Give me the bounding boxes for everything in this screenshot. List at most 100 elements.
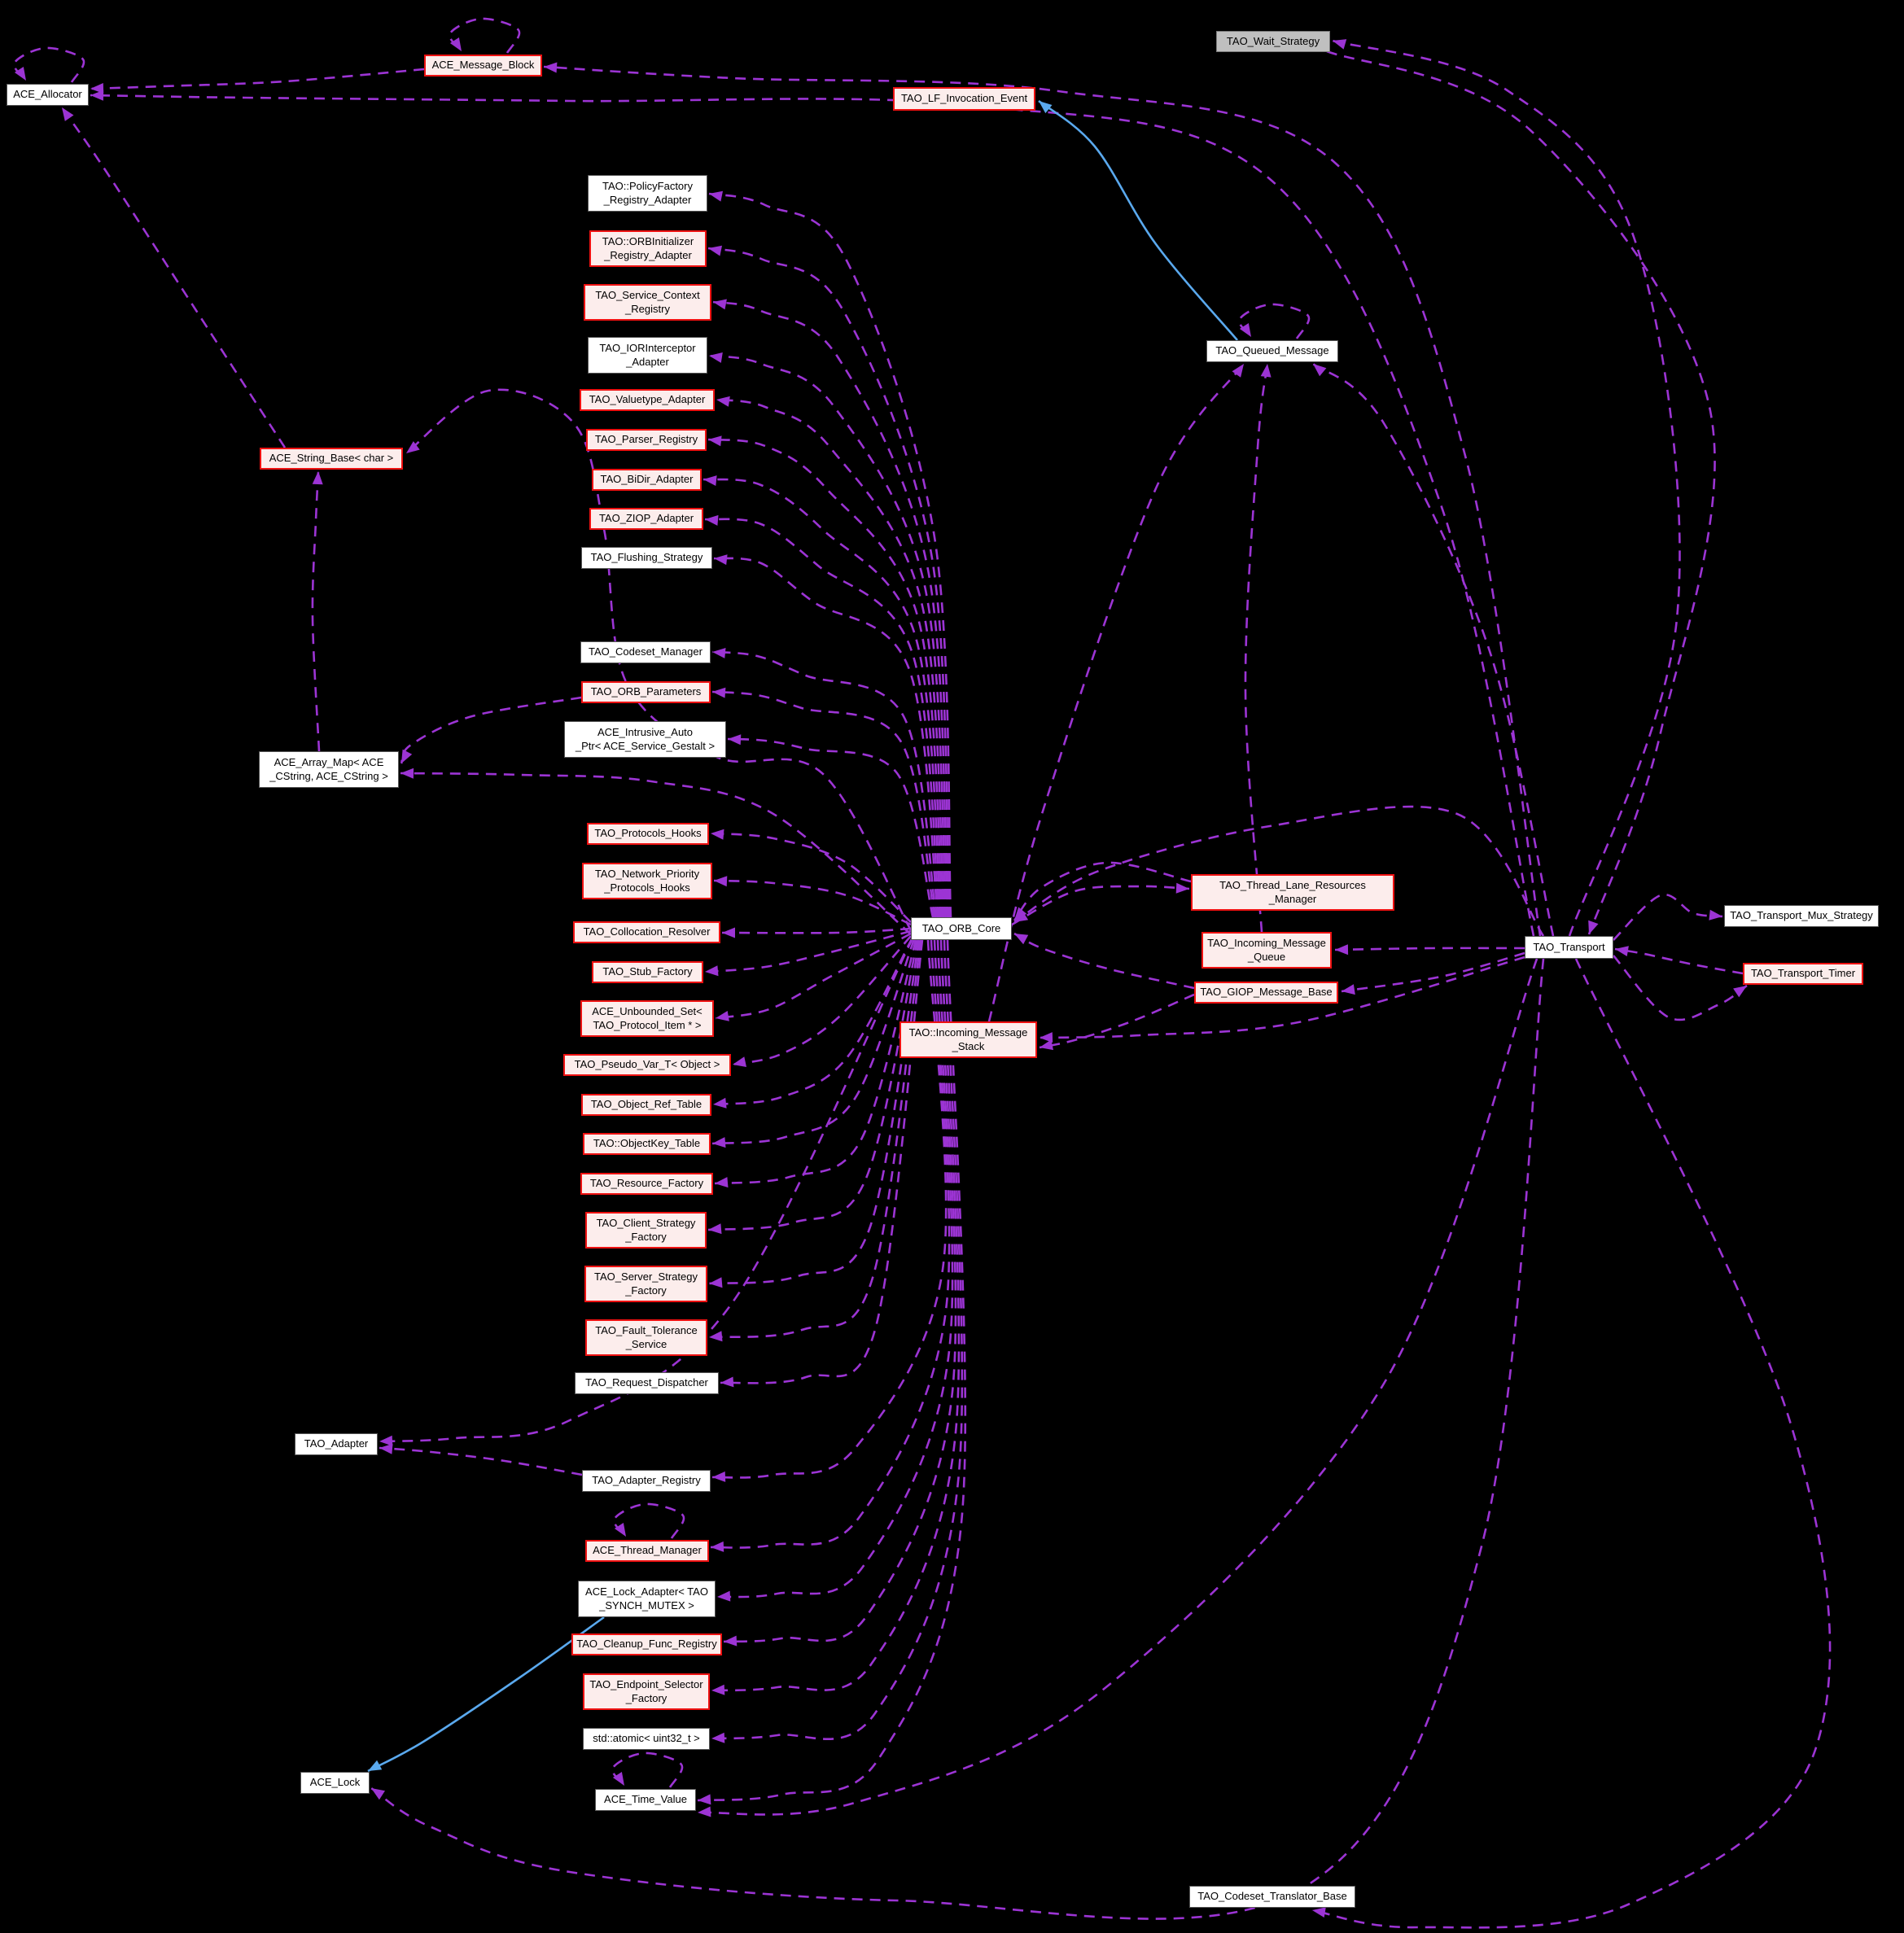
node-valuetype[interactable]: TAO_Valuetype_Adapter — [580, 389, 715, 411]
node-atomic[interactable]: std::atomic< uint32_t > — [583, 1728, 710, 1750]
arrowhead-queued_msg-queued_msg — [1239, 323, 1251, 337]
node-ace_lock[interactable]: ACE_Lock — [300, 1772, 370, 1794]
arrowhead-orb_core-orb_params — [712, 687, 726, 698]
node-request_dispatcher[interactable]: TAO_Request_Dispatcher — [575, 1372, 719, 1394]
edge-orb_core-cleanup_func — [723, 939, 957, 1643]
edge-orb_core-obj_ref_table — [712, 937, 914, 1106]
node-orb_params[interactable]: TAO_ORB_Parameters — [581, 681, 711, 703]
edge-giop-ims — [1039, 993, 1195, 1049]
edge-orb_core-parser — [707, 438, 944, 918]
node-client_strategy[interactable]: TAO_Client_Strategy_Factory — [585, 1212, 707, 1249]
node-stub_factory[interactable]: TAO_Stub_Factory — [592, 961, 703, 983]
node-giop[interactable]: TAO_GIOP_Message_Base — [1194, 982, 1338, 1004]
node-orbinit[interactable]: TAO::ORBInitializer_Registry_Adapter — [589, 230, 707, 267]
node-label: _Factory — [625, 1284, 667, 1297]
node-cleanup_func[interactable]: TAO_Cleanup_Func_Registry — [571, 1633, 722, 1655]
arrowhead-orb_core-obj_ref_table — [713, 1097, 727, 1109]
node-svc_ctx[interactable]: TAO_Service_Context_Registry — [584, 284, 711, 321]
node-label: TAO_Flushing_Strategy — [590, 551, 703, 564]
node-collocation[interactable]: TAO_Collocation_Resolver — [573, 921, 720, 943]
node-protocols_hooks[interactable]: TAO_Protocols_Hooks — [587, 823, 709, 845]
arrowhead-transport-ims — [1040, 1032, 1053, 1043]
node-lf_event[interactable]: TAO_LF_Invocation_Event — [893, 87, 1035, 111]
edge-orb_core-policy_factory — [708, 192, 952, 918]
node-label: TAO_Client_Strategy — [596, 1217, 696, 1229]
node-orb_core[interactable]: TAO_ORB_Core — [911, 917, 1012, 940]
node-label: _Protocols_Hooks — [604, 881, 690, 894]
edge-ims-queued_msg — [987, 363, 1245, 1022]
node-label: TAO_Fault_Tolerance — [595, 1324, 698, 1336]
arrowhead-msg_block-msg_block — [449, 37, 462, 51]
node-label: _Service — [625, 1337, 667, 1350]
node-flushing[interactable]: TAO_Flushing_Strategy — [581, 547, 712, 569]
node-policy_factory[interactable]: TAO::PolicyFactory_Registry_Adapter — [588, 175, 707, 212]
node-transport[interactable]: TAO_Transport — [1525, 936, 1613, 959]
node-label: ACE_Intrusive_Auto — [597, 726, 694, 738]
node-allocator[interactable]: ACE_Allocator — [7, 84, 89, 106]
arrowhead-orb_core-flushing — [714, 554, 728, 566]
edge-msg_block-allocator — [90, 68, 425, 90]
node-label: TAO_Adapter_Registry — [592, 1474, 701, 1487]
node-ior_interceptor[interactable]: TAO_IORInterceptor_Adapter — [588, 337, 707, 374]
node-ziop[interactable]: TAO_ZIOP_Adapter — [589, 508, 703, 530]
node-label: TAO_BiDir_Adapter — [600, 473, 694, 486]
edge-thread_manager-thread_manager-self — [613, 1502, 685, 1539]
node-label: _Stack — [952, 1039, 985, 1052]
node-codeset_trans[interactable]: TAO_Codeset_Translator_Base — [1189, 1886, 1355, 1908]
node-tao_adapter[interactable]: TAO_Adapter — [295, 1433, 378, 1455]
node-fault_tolerance[interactable]: TAO_Fault_Tolerance_Service — [585, 1319, 707, 1356]
node-parser[interactable]: TAO_Parser_Registry — [586, 429, 707, 451]
node-server_strategy[interactable]: TAO_Server_Strategy_Factory — [584, 1266, 707, 1302]
arrowhead-orb_params-array_map — [401, 749, 413, 763]
edge-transport-orb_core — [1013, 805, 1545, 937]
node-time_value[interactable]: ACE_Time_Value — [595, 1789, 696, 1811]
node-timer[interactable]: TAO_Transport_Timer — [1743, 963, 1863, 985]
node-label: TAO_Stub_Factory — [602, 965, 693, 978]
edge-orb_core-svc_ctx — [712, 300, 949, 918]
node-codeset_mgr[interactable]: TAO_Codeset_Manager — [580, 641, 711, 663]
arrowhead-transport-timer — [1733, 986, 1747, 998]
edge-orb_core-bidir — [703, 478, 943, 918]
arrowhead-orb_core-objectkey_table — [712, 1137, 726, 1148]
node-thread_manager[interactable]: ACE_Thread_Manager — [585, 1540, 709, 1562]
arrowhead-orb_core-orbinit — [708, 245, 722, 256]
node-label: TAO::ObjectKey_Table — [593, 1137, 701, 1150]
node-msg_block[interactable]: ACE_Message_Block — [424, 55, 542, 77]
node-resource_factory[interactable]: TAO_Resource_Factory — [580, 1173, 713, 1195]
node-wait_strategy[interactable]: TAO_Wait_Strategy — [1216, 31, 1330, 52]
node-label: TAO_Endpoint_Selector — [589, 1678, 703, 1690]
node-label: TAO_Object_Ref_Table — [590, 1098, 703, 1111]
node-objectkey_table[interactable]: TAO::ObjectKey_Table — [583, 1133, 711, 1155]
node-label: _Ptr< ACE_Service_Gestalt > — [575, 739, 716, 752]
arrowhead-transport-msg_block — [544, 62, 558, 73]
node-label: TAO_IORInterceptor — [599, 342, 696, 354]
edge-orb_core-adapter_registry — [711, 939, 948, 1479]
node-label: TAO_Service_Context — [595, 289, 700, 301]
node-adapter_registry[interactable]: TAO_Adapter_Registry — [582, 1470, 711, 1492]
arrowhead-lock_adapter-ace_lock — [368, 1760, 383, 1771]
edge-transport-codeset_trans — [1311, 958, 1832, 1929]
arrowhead-orb_core-policy_factory — [709, 190, 723, 202]
node-lock_adapter[interactable]: ACE_Lock_Adapter< TAO_SYNCH_MUTEX > — [578, 1581, 716, 1617]
node-imq[interactable]: TAO_Incoming_Message_Queue — [1201, 932, 1332, 969]
node-pseudo_var[interactable]: TAO_Pseudo_Var_T< Object > — [563, 1054, 731, 1076]
node-array_map[interactable]: ACE_Array_Map< ACE_CString, ACE_CString … — [259, 751, 399, 788]
node-label: TAO_Parser_Registry — [594, 433, 698, 446]
node-unbounded_set[interactable]: ACE_Unbounded_Set<TAO_Protocol_Item * > — [580, 1000, 714, 1037]
node-label: TAO_Cleanup_Func_Registry — [576, 1638, 717, 1651]
arrowhead-allocator-allocator — [14, 67, 26, 81]
node-mux[interactable]: TAO_Transport_Mux_Strategy — [1724, 905, 1879, 927]
edge-orb_core-ior_interceptor — [708, 354, 948, 918]
node-net_priority[interactable]: TAO_Network_Priority_Protocols_Hooks — [582, 863, 712, 899]
node-endpoint_selector[interactable]: TAO_Endpoint_Selector_Factory — [583, 1673, 710, 1710]
node-queued_msg[interactable]: TAO_Queued_Message — [1206, 340, 1338, 362]
node-intrusive[interactable]: ACE_Intrusive_Auto_Ptr< ACE_Service_Gest… — [564, 721, 726, 758]
node-bidir[interactable]: TAO_BiDir_Adapter — [592, 469, 702, 491]
node-string_base[interactable]: ACE_String_Base< char > — [260, 448, 403, 470]
node-ims[interactable]: TAO::Incoming_Message_Stack — [899, 1021, 1037, 1058]
node-tlrm[interactable]: TAO_Thread_Lane_Resources_Manager — [1191, 874, 1394, 911]
edge-transport-mux — [1613, 893, 1723, 941]
edge-wait_strategy-transport — [1326, 50, 1716, 935]
node-label: _SYNCH_MUTEX > — [599, 1598, 694, 1612]
node-obj_ref_table[interactable]: TAO_Object_Ref_Table — [581, 1094, 711, 1116]
